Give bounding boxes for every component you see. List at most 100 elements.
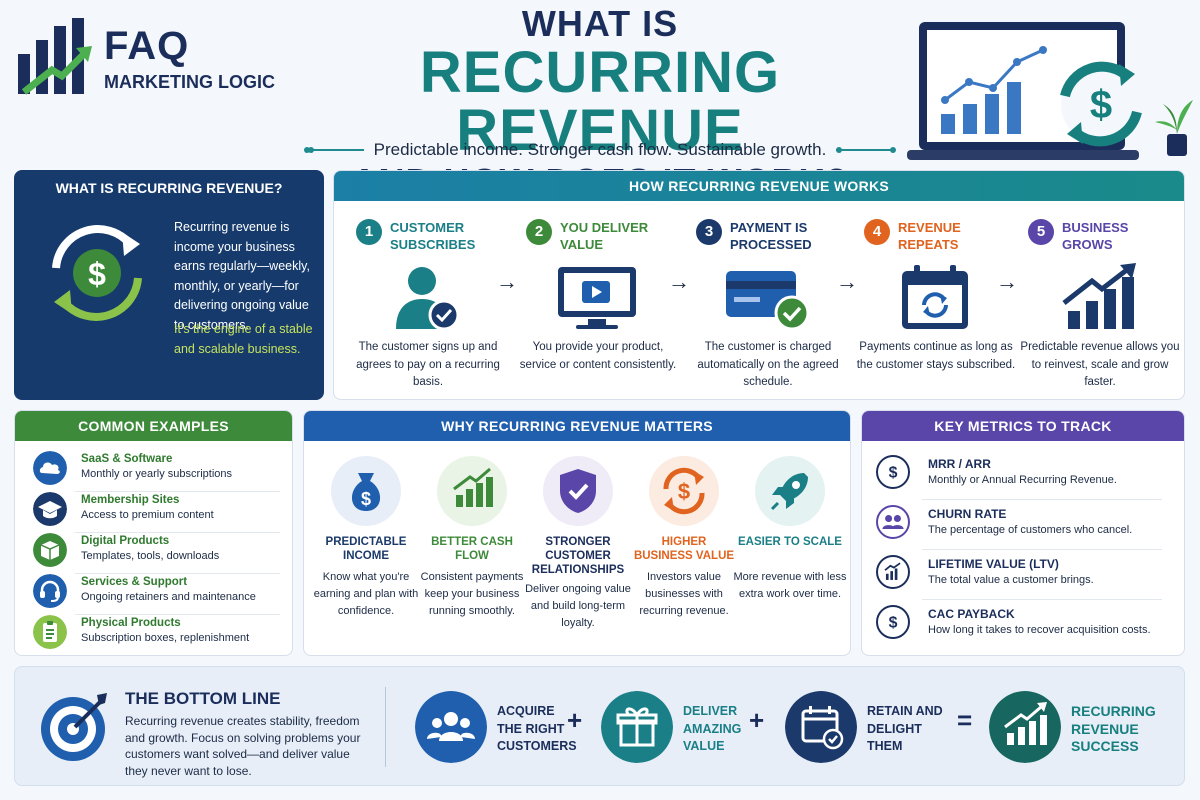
dollar-icon: $ [876, 605, 910, 639]
example-item: Services & Support Ongoing retainers and… [33, 574, 288, 610]
example-item: Membership Sites Access to premium conte… [33, 492, 288, 528]
step-title: REVENUE REPEATS [898, 220, 961, 252]
metric-item: LIFETIME VALUE (LTV) The total value a c… [876, 553, 1176, 593]
dollar-cycle-icon: $ [52, 225, 142, 321]
examples-heading: COMMON EXAMPLES [15, 411, 292, 441]
how-it-works-panel: HOW RECURRING REVENUE WORKS 1 CUSTOMER S… [333, 170, 1185, 400]
title-line-1: WHAT IS [521, 3, 679, 44]
step-1: 1 CUSTOMER SUBSCRIBES The customer signs… [348, 211, 508, 396]
why-title: HIGHER BUSINESS VALUE [633, 536, 735, 562]
why-description: More revenue with less extra work over t… [733, 571, 847, 600]
metrics-heading: KEY METRICS TO TRACK [862, 411, 1184, 441]
growth-chart-icon [989, 691, 1061, 763]
cloud-icon [33, 451, 67, 485]
brand-sub: MARKETING LOGIC [104, 72, 275, 92]
step-number: 3 [696, 219, 722, 245]
users-icon [876, 505, 910, 539]
arrow-icon: → [496, 269, 518, 294]
clipboard-icon [33, 615, 67, 649]
metric-item: CHURN RATE The percentage of customers w… [876, 503, 1176, 543]
definition-panel: WHAT IS RECURRING REVENUE? $ Recurring r… [14, 170, 324, 400]
step-description: Payments continue as long as the custome… [856, 341, 1016, 371]
why-description: Investors value businesses with recurrin… [639, 571, 729, 617]
how-heading: HOW RECURRING REVENUE WORKS [334, 171, 1184, 201]
bar-chart-icon [437, 456, 507, 526]
metric-description: How long it takes to recover acquisition… [928, 624, 1151, 636]
calendar-repeat-icon [902, 265, 968, 329]
divider [75, 532, 280, 533]
example-item: SaaS & Software Monthly or yearly subscr… [33, 451, 288, 487]
example-description: Templates, tools, downloads [81, 550, 220, 562]
dollar-cycle-icon: $ [876, 455, 910, 489]
examples-panel: COMMON EXAMPLES SaaS & Software Monthly … [14, 410, 293, 656]
dollar-cycle-icon: $ [649, 456, 719, 526]
gift-icon [601, 691, 673, 763]
shield-check-icon [543, 456, 613, 526]
tagline: Predictable income. Stronger cash flow. … [290, 140, 910, 160]
equation-label: DELIVER AMAZING VALUE [683, 704, 742, 753]
step-number: 5 [1028, 219, 1054, 245]
svg-text:$: $ [88, 256, 106, 292]
example-title: Services & Support [81, 576, 188, 588]
step-title: CUSTOMER SUBSCRIBES [390, 220, 476, 252]
example-title: Digital Products [81, 535, 170, 547]
plus-operator: + [567, 705, 583, 735]
metric-title: LIFETIME VALUE (LTV) [928, 557, 1059, 571]
growth-chart-icon [1062, 263, 1136, 329]
equation-label: ACQUIRE THE RIGHT CUSTOMERS [497, 704, 577, 753]
metric-description: The total value a customer brings. [928, 574, 1094, 586]
why-description: Deliver ongoing value and build long-ter… [525, 583, 631, 629]
why-title: BETTER CASH FLOW [431, 536, 513, 562]
svg-text:$: $ [889, 614, 898, 631]
step-description: You provide your product, service or con… [519, 341, 677, 371]
tagline-divider-left [303, 147, 364, 153]
step-description: The customer is charged automatically on… [697, 341, 839, 388]
divider [922, 599, 1162, 600]
calendar-check-icon [785, 691, 857, 763]
example-description: Subscription boxes, replenishment [81, 632, 250, 644]
line-chart-icon [876, 555, 910, 589]
metric-description: Monthly or Annual Recurring Revenue. [928, 474, 1117, 486]
graduation-cap-icon [33, 492, 67, 526]
step-title: PAYMENT IS PROCESSED [730, 220, 812, 252]
example-item: Physical Products Subscription boxes, re… [33, 615, 288, 651]
why-description: Consistent payments keep your business r… [420, 571, 524, 617]
plus-operator: + [749, 705, 765, 735]
why-panel: WHY RECURRING REVENUE MATTERS $ PREDICTA… [303, 410, 851, 656]
divider [75, 614, 280, 615]
laptop-chart-illustration: $ [907, 22, 1193, 160]
metric-description: The percentage of customers who cancel. [928, 524, 1133, 536]
metric-title: CAC PAYBACK [928, 607, 1015, 621]
example-title: SaaS & Software [81, 453, 173, 465]
step-2: 2 YOU DELIVER VALUE You provide your pro… [518, 211, 678, 396]
bottom-description: Recurring revenue creates stability, fre… [125, 714, 361, 778]
title-line-2: RECURRING REVENUE [419, 40, 781, 163]
rocket-icon [755, 456, 825, 526]
step-title: YOU DELIVER VALUE [560, 220, 649, 252]
divider [75, 491, 280, 492]
svg-text:$: $ [889, 464, 898, 481]
bottom-title: THE BOTTOM LINE [125, 689, 281, 708]
example-title: Physical Products [81, 617, 181, 629]
step-number: 4 [864, 219, 890, 245]
equals-operator: = [957, 705, 973, 735]
example-description: Ongoing retainers and maintenance [81, 591, 256, 603]
metric-item: $ CAC PAYBACK How long it takes to recov… [876, 603, 1176, 643]
step-3: 3 PAYMENT IS PROCESSED The customer is c… [688, 211, 848, 396]
divider [385, 687, 386, 767]
metrics-panel: KEY METRICS TO TRACK $ MRR / ARR Monthly… [861, 410, 1185, 656]
arrow-icon: → [836, 269, 858, 294]
definition-accent: It's the engine of a stable and scalable… [174, 322, 313, 356]
metric-title: CHURN RATE [928, 507, 1007, 521]
brand-logo: FAQ MARKETING LOGIC [16, 18, 286, 98]
example-description: Monthly or yearly subscriptions [81, 468, 233, 480]
equation-label: RECURRING REVENUE SUCCESS [1071, 703, 1156, 754]
metric-item: $ MRR / ARR Monthly or Annual Recurring … [876, 453, 1176, 493]
why-title: EASIER TO SCALE [738, 536, 842, 548]
money-bag-icon: $ [331, 456, 401, 526]
target-icon [41, 693, 107, 761]
bottom-line-panel: THE BOTTOM LINE Recurring revenue create… [14, 666, 1185, 786]
step-4: 4 REVENUE REPEATS Payments continue as l… [856, 211, 1016, 396]
step-description: The customer signs up and agrees to pay … [356, 341, 500, 388]
brand-name: FAQ [104, 24, 190, 68]
